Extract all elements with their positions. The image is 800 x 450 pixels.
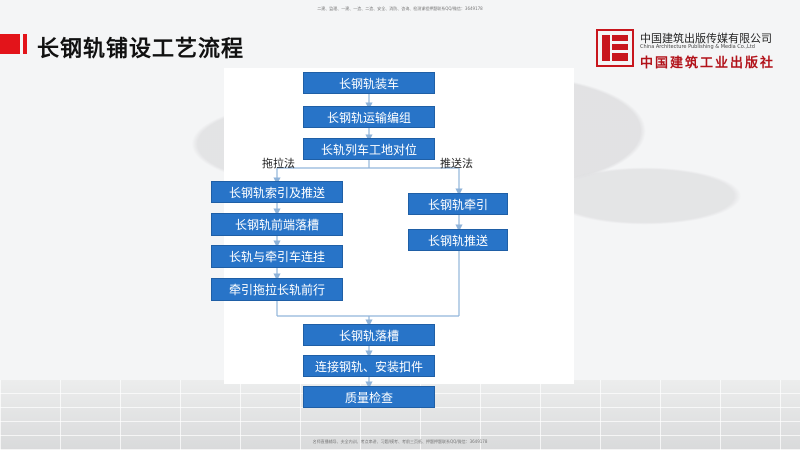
step-rail-transport: 长钢轨运输编组 xyxy=(303,106,435,128)
final-step-fastening: 连接钢轨、安装扣件 xyxy=(303,355,435,377)
step-train-positioning: 长轨列车工地对位 xyxy=(303,138,435,160)
final-step-rail-drop: 长钢轨落槽 xyxy=(303,324,435,346)
title-accent-bar-thin xyxy=(23,34,27,54)
right-step-traction: 长钢轨牵引 xyxy=(408,193,508,215)
left-step-front-drop: 长钢轨前端落槽 xyxy=(211,213,343,236)
final-step-quality-check: 质量检查 xyxy=(303,386,435,408)
left-step-tow-forward: 牵引拖拉长轨前行 xyxy=(211,278,343,301)
publisher-name-cn: 中国建筑出版传媒有限公司 xyxy=(640,32,772,45)
right-step-push: 长钢轨推送 xyxy=(408,229,508,251)
title-accent-bar xyxy=(0,34,20,54)
bottom-watermark-note: 名师直播辅导、夫全内训、考点串讲、习题/模考、考前三页纸、押题押题联系QQ/微信… xyxy=(312,439,488,444)
branch-label-pull: 拖拉法 xyxy=(262,157,295,170)
branch-label-push: 推送法 xyxy=(440,157,473,170)
left-step-coupling: 长轨与牵引车连挂 xyxy=(211,245,343,268)
publisher-logo-icon xyxy=(596,29,634,67)
publisher-name-cn-calligraphy: 中国建筑工业出版社 xyxy=(640,56,776,71)
top-watermark-note: 二建、监理、一建、一造、二造、安全、消防、咨询、检测课程押题联系QQ/微信：36… xyxy=(317,6,483,11)
publisher-name-en: China Architecture Publishing & Media Co… xyxy=(640,44,755,50)
left-step-index-push: 长钢轨索引及推送 xyxy=(211,181,343,203)
step-rail-loading: 长钢轨装车 xyxy=(303,72,435,94)
slide-title: 长钢轨铺设工艺流程 xyxy=(37,37,245,62)
